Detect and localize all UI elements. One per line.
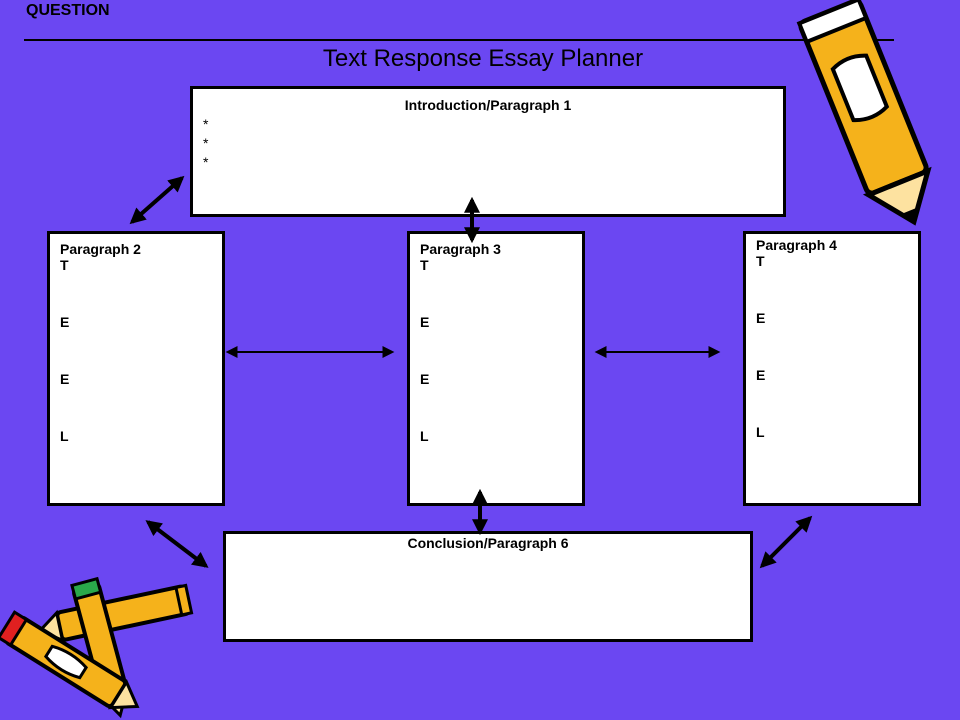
letter-e: E (60, 371, 70, 387)
letter-e: E (420, 314, 430, 330)
paragraph-4-label: Paragraph 4 (756, 237, 837, 253)
question-underline (24, 39, 894, 41)
pencil-bundle-icon (0, 576, 194, 719)
conclusion-box[interactable]: Conclusion/Paragraph 6 (223, 531, 753, 642)
paragraph-3-box[interactable]: Paragraph 3 T E E L (407, 231, 585, 506)
paragraph-3-label: Paragraph 3 (420, 241, 501, 257)
arrow-p4-conclusion (759, 515, 813, 569)
arrow-intro-p2 (129, 175, 185, 225)
letter-e: E (756, 310, 766, 326)
question-label: QUESTION (26, 2, 110, 19)
paragraph-2-label: Paragraph 2 (60, 241, 141, 257)
page-title: Text Response Essay Planner (322, 45, 644, 72)
letter-t: T (756, 253, 765, 269)
intro-bullet: * (203, 116, 209, 132)
intro-label: Introduction/Paragraph 1 (404, 97, 572, 113)
intro-bullet: * (203, 154, 209, 170)
letter-e: E (60, 314, 70, 330)
paragraph-2-box[interactable]: Paragraph 2 T E E L (47, 231, 225, 506)
paragraph-4-box[interactable]: Paragraph 4 T E E L (743, 231, 921, 506)
letter-e: E (756, 367, 766, 383)
conclusion-label: Conclusion/Paragraph 6 (407, 535, 569, 551)
intro-bullets: * * * (203, 115, 783, 172)
letter-t: T (420, 257, 429, 273)
teel-letters: T E E L (60, 257, 222, 485)
teel-letters: T E E L (420, 257, 582, 485)
letter-e: E (420, 371, 430, 387)
intro-bullet: * (203, 135, 209, 151)
pencil-icon (796, 0, 932, 226)
letter-l: L (420, 428, 429, 444)
letter-l: L (60, 428, 69, 444)
intro-box[interactable]: Introduction/Paragraph 1 * * * (190, 86, 786, 217)
teel-letters: T E E L (756, 253, 918, 481)
letter-t: T (60, 257, 69, 273)
arrow-p2-conclusion (145, 520, 209, 568)
letter-l: L (756, 424, 765, 440)
